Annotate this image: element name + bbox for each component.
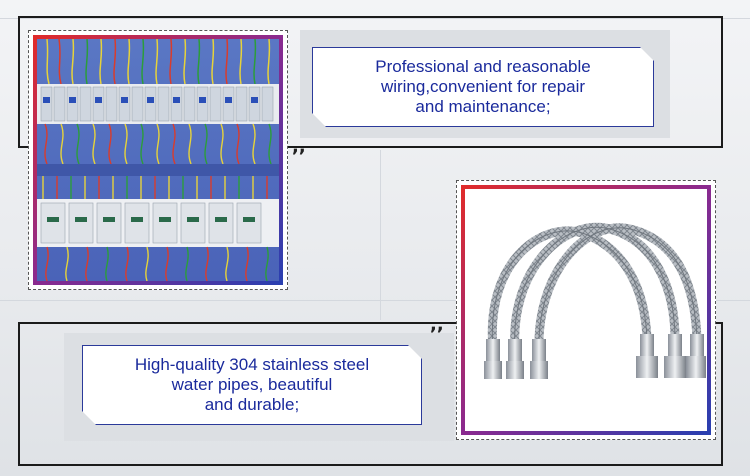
top-frame [18, 16, 723, 148]
top-feature-line-1: Professional and reasonable [375, 57, 591, 76]
background-line [0, 300, 750, 301]
bottom-feature-line-2: water pipes, beautiful [171, 375, 333, 394]
top-feature-text: Professional and reasonable wiring,conve… [375, 57, 590, 117]
wiring-panel-photo [33, 35, 283, 285]
quote-mark-icon: ,, [292, 136, 306, 157]
top-feature-line-2: wiring,convenient for repair [380, 77, 586, 96]
bottom-feature-line-3: and durable; [204, 395, 300, 414]
braided-hose-image [465, 189, 707, 431]
bottom-photo-frame [456, 180, 716, 440]
top-photo-frame [28, 30, 288, 290]
bottom-feature-line-1: High-quality 304 stainless steel [134, 355, 370, 374]
bottom-feature-callout: High-quality 304 stainless steel water p… [82, 345, 422, 425]
electrical-panel-image [37, 39, 279, 281]
bottom-frame [18, 322, 723, 466]
top-feature-line-3: and maintenance; [415, 97, 551, 116]
steel-hose-photo [461, 185, 711, 435]
top-feature-callout: Professional and reasonable wiring,conve… [312, 47, 654, 127]
quote-mark-icon: ,, [430, 314, 444, 335]
background-line [380, 150, 381, 320]
background-line [0, 18, 750, 19]
bottom-feature-text: High-quality 304 stainless steel water p… [135, 355, 369, 415]
